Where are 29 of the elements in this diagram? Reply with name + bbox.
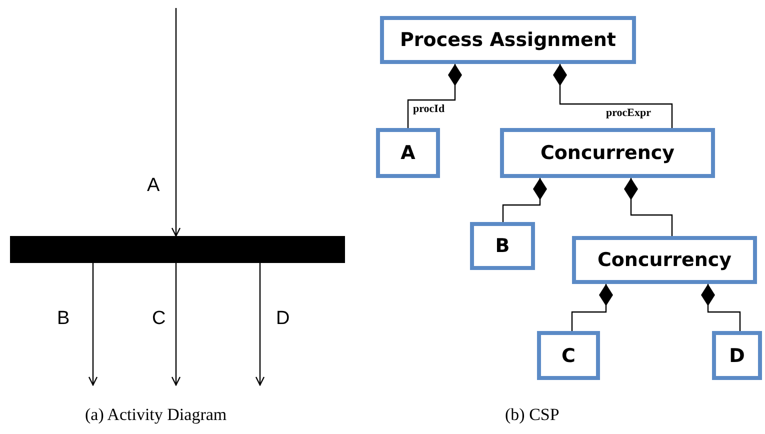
fork-bar bbox=[10, 236, 345, 263]
node-label: Concurrency bbox=[540, 142, 675, 164]
class-box bbox=[470, 222, 535, 270]
arrow bbox=[171, 8, 181, 237]
arrow bbox=[171, 263, 181, 386]
node-label: D bbox=[729, 344, 745, 366]
composition-connector bbox=[571, 284, 613, 331]
node-label: B bbox=[495, 235, 510, 257]
composition-connector bbox=[624, 178, 673, 236]
edge-label: procId bbox=[412, 104, 446, 115]
class-box bbox=[537, 331, 600, 380]
class-box bbox=[380, 16, 636, 64]
class-box bbox=[572, 236, 757, 284]
class-box bbox=[376, 128, 440, 178]
arrow bbox=[255, 263, 265, 386]
caption: (a) Activity Diagram bbox=[85, 405, 227, 425]
composition-connector bbox=[553, 64, 673, 128]
composition-connector bbox=[502, 178, 547, 222]
composition-connector bbox=[407, 64, 462, 128]
caption: (b) CSP bbox=[505, 405, 560, 425]
arrow bbox=[88, 263, 98, 386]
node-label: Concurrency bbox=[597, 249, 732, 271]
class-box bbox=[500, 128, 715, 178]
node-label: C bbox=[562, 344, 576, 366]
composition-connector bbox=[701, 284, 741, 331]
node-label: Process Assignment bbox=[400, 29, 616, 51]
edge-label: procExpr bbox=[605, 108, 652, 119]
node-label: A bbox=[400, 142, 416, 164]
class-box bbox=[712, 331, 762, 380]
